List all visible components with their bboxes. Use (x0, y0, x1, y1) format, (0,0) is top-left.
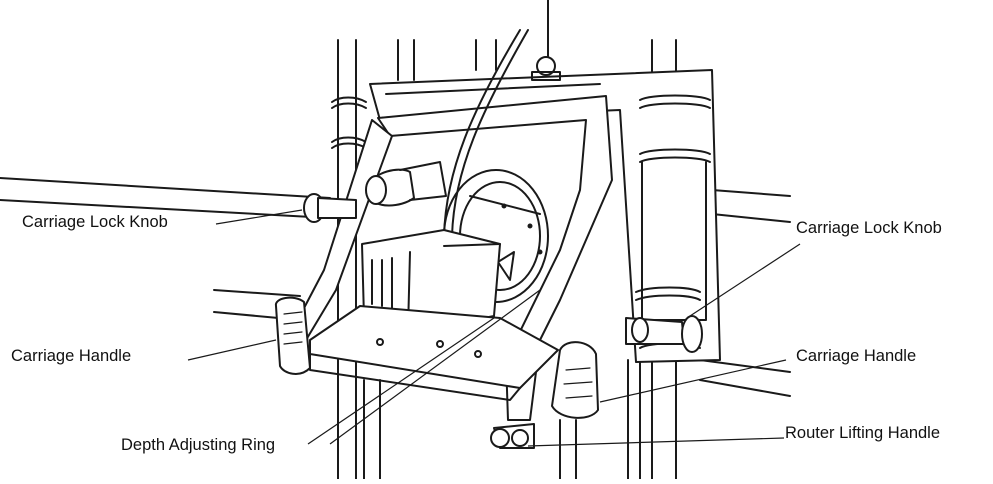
lock-knob-right (625, 315, 703, 353)
leader-depth-ring-a (307, 317, 495, 445)
lock-knob-left (303, 161, 447, 223)
carriage-handle-left-shape (274, 296, 311, 375)
base-plate (309, 305, 559, 401)
carriage-handle-right-shape (551, 341, 599, 419)
label-carriage-handle-right: Carriage Handle (796, 347, 917, 365)
label-depth-adjusting-ring: Depth Adjusting Ring (121, 436, 276, 454)
label-carriage-lock-knob-right: Carriage Lock Knob (796, 219, 942, 237)
leader-lines (187, 209, 801, 447)
leader-lock-knob-left (215, 209, 303, 225)
leader-depth-ring-b (329, 289, 541, 445)
control-box (361, 229, 501, 333)
leader-lock-knob-right (689, 243, 801, 317)
leader-lifting-handle (527, 437, 785, 447)
router-cord (443, 29, 529, 237)
label-router-lifting-handle: Router Lifting Handle (785, 424, 941, 442)
leader-carriage-handle-left (187, 339, 277, 361)
label-carriage-lock-knob-left: Carriage Lock Knob (22, 213, 168, 231)
leader-carriage-handle-right (599, 359, 787, 403)
horizontal-rails (0, 177, 791, 397)
label-carriage-handle-left: Carriage Handle (11, 347, 132, 365)
router-lifting-handle-shape (490, 423, 535, 449)
